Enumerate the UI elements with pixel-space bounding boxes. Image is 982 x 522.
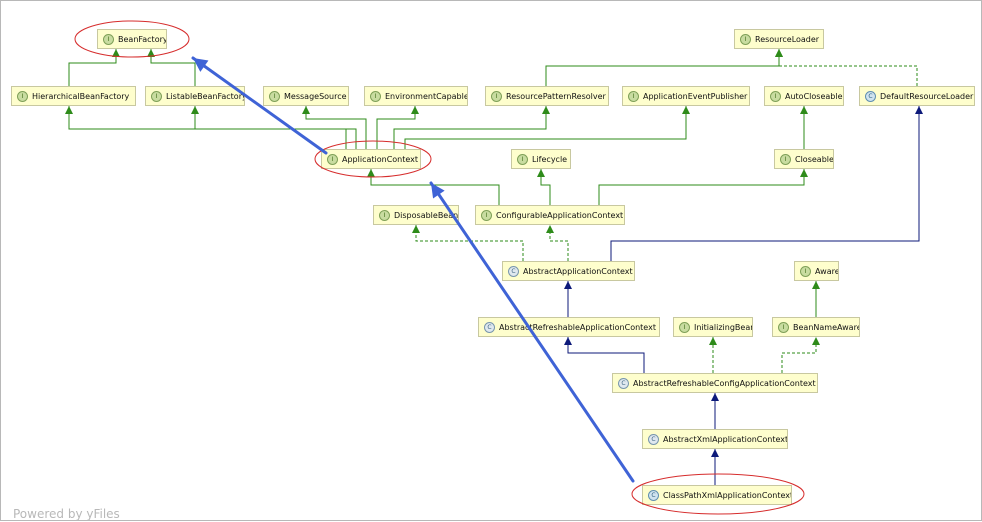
node-ApplicationEventPublisher[interactable]: I ApplicationEventPublisher [622,86,750,106]
interface-icon: I [151,90,162,102]
node-label: BeanFactory [118,34,167,44]
node-label: BeanNameAware [793,322,860,332]
node-label: Aware [815,266,839,276]
node-Aware[interactable]: I Aware [794,261,839,281]
edge-AbstractRefreshableConfigApplicationContext-to-AbstractRefreshableApplicationContext [564,337,645,373]
edge-AbstractApplicationContext-to-ConfigurableApplicationContext [546,225,569,261]
edge-HierarchicalBeanFactory-to-BeanFactory [68,49,120,86]
abstract-icon: C [508,265,519,277]
node-label: ApplicationEventPublisher [643,91,748,101]
interface-icon: I [780,153,791,165]
node-ResourceLoader[interactable]: I ResourceLoader [734,29,824,49]
node-AbstractXmlApplicationContext[interactable]: C AbstractXmlApplicationContext [642,429,788,449]
node-MessageSource[interactable]: I MessageSource [263,86,349,106]
edge-ListableBeanFactory-to-BeanFactory [147,49,196,86]
class-icon: C [865,90,876,102]
watermark: Powered by yFiles [13,507,120,521]
node-HierarchicalBeanFactory[interactable]: I HierarchicalBeanFactory [11,86,136,106]
node-label: ApplicationContext [342,154,419,164]
edge-AbstractApplicationContext-to-DefaultResourceLoader [610,106,923,261]
edge-AbstractApplicationContext-to-DisposableBean [412,225,524,261]
node-label: HierarchicalBeanFactory [32,91,130,101]
edge-ResourcePatternResolver-to-ResourceLoader [545,49,783,86]
node-label: ClassPathXmlApplicationContext [663,490,792,500]
interface-icon: I [491,90,502,102]
node-label: ListableBeanFactory [166,91,245,101]
edge-ConfigurableApplicationContext-to-Closeable [598,169,808,205]
edge-ConfigurableApplicationContext-to-Lifecycle [537,169,551,205]
abstract-icon: C [484,321,495,333]
node-label: ResourcePatternResolver [506,91,606,101]
edge-ApplicationContext-to-ResourcePatternResolver [393,106,550,149]
interface-icon: I [778,321,789,333]
interface-icon: I [679,321,690,333]
node-label: InitializingBean [694,322,753,332]
node-label: AbstractXmlApplicationContext [663,434,788,444]
node-label: AbstractRefreshableApplicationContext [499,322,656,332]
edge-ApplicationContext-to-MessageSource [302,106,367,149]
interface-icon: I [103,33,114,45]
node-ResourcePatternResolver[interactable]: I ResourcePatternResolver [485,86,609,106]
interface-icon: I [370,90,381,102]
node-label: Closeable [795,154,834,164]
edge-ConfigurableApplicationContext-to-ApplicationContext [367,169,500,205]
node-BeanNameAware[interactable]: I BeanNameAware [772,317,860,337]
node-label: MessageSource [284,91,347,101]
node-ApplicationContext[interactable]: I ApplicationContext [321,149,421,169]
interface-icon: I [770,90,781,102]
interface-icon: I [800,265,811,277]
node-AbstractApplicationContext[interactable]: C AbstractApplicationContext [502,261,635,281]
abstract-icon: C [618,377,629,389]
node-label: AbstractApplicationContext [523,266,633,276]
class-icon: C [648,489,659,501]
edge-AbstractRefreshableConfigApplicationContext-to-BeanNameAware [781,337,820,373]
interface-icon: I [379,209,390,221]
node-DisposableBean[interactable]: I DisposableBean [373,205,459,225]
node-Closeable[interactable]: I Closeable [774,149,834,169]
interface-icon: I [517,153,528,165]
edge-ApplicationContext-to-ListableBeanFactory [191,106,357,149]
interface-icon: I [327,153,338,165]
interface-icon: I [628,90,639,102]
interface-icon: I [269,90,280,102]
node-label: DefaultResourceLoader [880,91,974,101]
node-AbstractRefreshableApplicationContext[interactable]: C AbstractRefreshableApplicationContext [478,317,660,337]
node-label: AutoCloseable [785,91,843,101]
abstract-icon: C [648,433,659,445]
node-AutoCloseable[interactable]: I AutoCloseable [764,86,844,106]
node-ListableBeanFactory[interactable]: I ListableBeanFactory [145,86,245,106]
node-EnvironmentCapable[interactable]: I EnvironmentCapable [364,86,468,106]
node-InitializingBean[interactable]: I InitializingBean [673,317,753,337]
interface-icon: I [740,33,751,45]
node-Lifecycle[interactable]: I Lifecycle [511,149,571,169]
node-BeanFactory[interactable]: I BeanFactory [97,29,167,49]
node-label: EnvironmentCapable [385,91,468,101]
node-label: Lifecycle [532,154,568,164]
interface-icon: I [481,209,492,221]
node-ClassPathXmlApplicationContext[interactable]: C ClassPathXmlApplicationContext [642,485,792,505]
node-ConfigurableApplicationContext[interactable]: I ConfigurableApplicationContext [475,205,625,225]
node-AbstractRefreshableConfigApplicationContext[interactable]: C AbstractRefreshableConfigApplicationCon… [612,373,818,393]
node-label: AbstractRefreshableConfigApplicationCont… [633,378,816,388]
interface-icon: I [17,90,28,102]
edge-ApplicationContext-to-EnvironmentCapable [376,106,419,149]
edge-ApplicationContext-to-HierarchicalBeanFactory [65,106,347,149]
node-label: ConfigurableApplicationContext [496,210,624,220]
edge-DefaultResourceLoader-to-ResourceLoader [775,49,918,86]
node-label: ResourceLoader [755,34,820,44]
node-label: DisposableBean [394,210,459,220]
node-DefaultResourceLoader[interactable]: C DefaultResourceLoader [859,86,975,106]
